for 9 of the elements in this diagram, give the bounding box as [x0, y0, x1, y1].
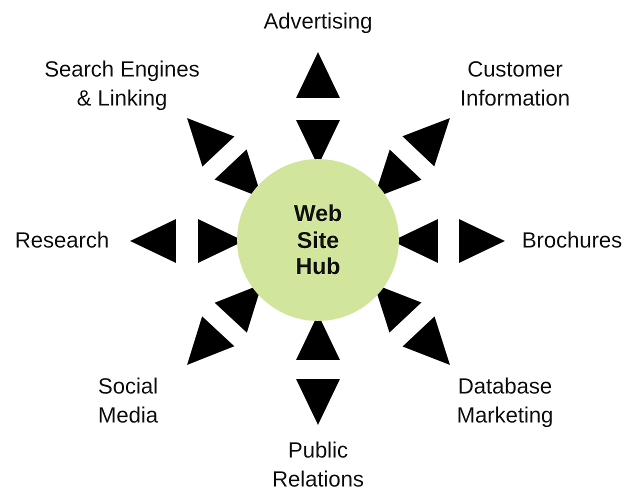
topic-label: Customer Information	[440, 55, 590, 113]
topic-label: Search Engines & Linking	[34, 55, 210, 113]
topic-label: Research	[4, 226, 120, 256]
topic-label: Public Relations	[253, 436, 383, 493]
topic-label: Brochures	[512, 226, 632, 256]
topic-label: Database Marketing	[435, 372, 575, 430]
hub-circle: Web Site Hub	[237, 159, 399, 321]
topic-label: Advertising	[248, 8, 388, 36]
topic-label: Social Media	[83, 372, 173, 430]
